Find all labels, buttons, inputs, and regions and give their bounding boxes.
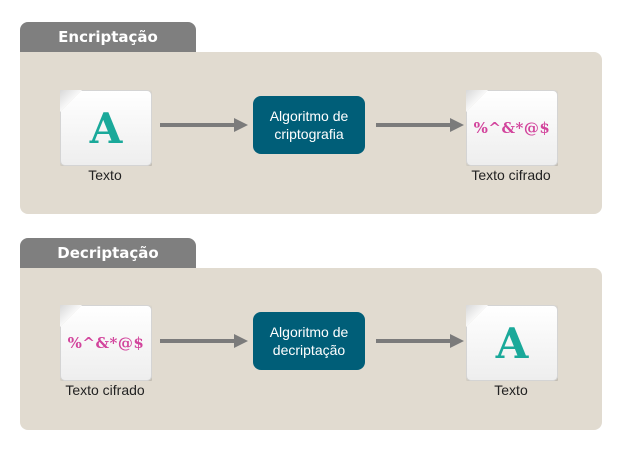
- encryption-input-label: Texto: [88, 167, 122, 183]
- decryption-output-label: Texto: [494, 382, 528, 398]
- decryption-tab: Decriptação: [20, 238, 196, 268]
- decryption-algorithm-box: Algoritmo de decriptação: [253, 312, 365, 370]
- plaintext-letter: A: [89, 103, 123, 153]
- encryption-tab: Encriptação: [20, 22, 196, 52]
- ciphertext-symbols: %^&*@$: [473, 119, 551, 137]
- encryption-algorithm-line1: Algoritmo de: [269, 108, 349, 124]
- decryption-algorithm-line1: Algoritmo de: [269, 324, 349, 340]
- encryption-arrow-1: [160, 118, 248, 132]
- encryption-arrow-2: [376, 118, 464, 132]
- decryption-algorithm-line2: decriptação: [272, 342, 346, 358]
- decryption-arrow-2: [376, 334, 464, 348]
- encryption-algorithm-box: Algoritmo de criptografia: [253, 96, 365, 154]
- decryption-ciphertext-document-icon: %^&*@$: [60, 305, 152, 381]
- encryption-plaintext-document-icon: A: [60, 90, 152, 166]
- decryption-arrow-1: [160, 334, 248, 348]
- decryption-plaintext-document-icon: A: [466, 305, 558, 381]
- encryption-algorithm-line2: criptografia: [274, 126, 344, 142]
- decryption-input-label: Texto cifrado: [65, 382, 145, 398]
- encryption-output-label: Texto cifrado: [471, 167, 551, 183]
- ciphertext-symbols: %^&*@$: [67, 334, 145, 352]
- encryption-ciphertext-document-icon: %^&*@$: [466, 90, 558, 166]
- plaintext-letter: A: [495, 318, 529, 368]
